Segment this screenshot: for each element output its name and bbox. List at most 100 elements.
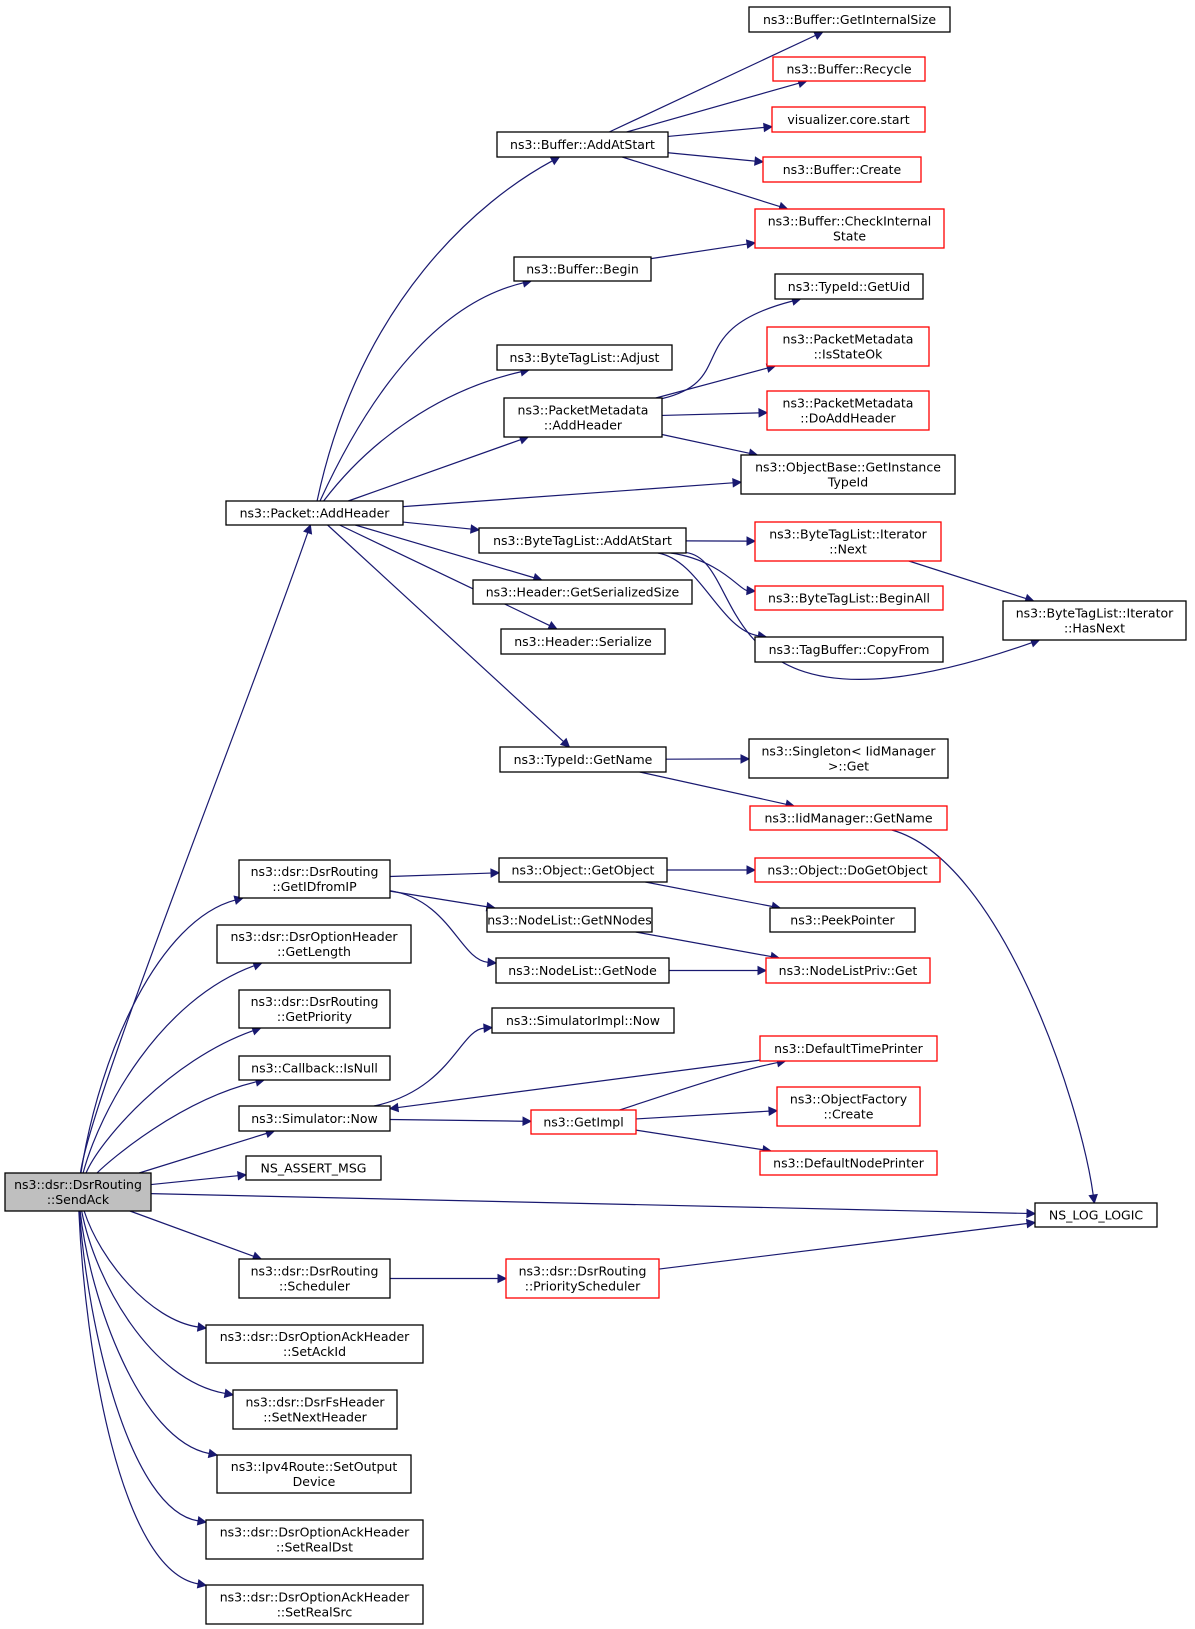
node-box	[499, 746, 667, 773]
node-label: ns3::TypeId::GetUid	[788, 279, 910, 294]
edge-line	[150, 1193, 1028, 1215]
edge-line	[655, 367, 768, 399]
arrowhead	[754, 156, 765, 166]
node-assert[interactable]: NS_ASSERT_MSG	[245, 1155, 382, 1181]
node-scheduler[interactable]: ns3::dsr::DsrRouting::Scheduler	[238, 1258, 391, 1299]
node-nlgetnode[interactable]: ns3::NodeList::GetNode	[495, 957, 670, 984]
arrowhead	[757, 965, 768, 976]
edge-line	[891, 829, 1094, 1196]
arrowhead	[237, 1170, 248, 1181]
arrowhead	[487, 957, 498, 968]
node-label: ns3::NodeList::GetNNodes	[487, 913, 651, 928]
node-pmisstateok[interactable]: ns3::PacketMetadata::IsStateOk	[766, 326, 930, 367]
node-label: ns3::Object::DoGetObject	[767, 863, 927, 878]
node-bufrecycle[interactable]: ns3::Buffer::Recycle	[772, 56, 926, 82]
arrowhead	[497, 1273, 508, 1284]
node-addheader[interactable]: ns3::Packet::AddHeader	[225, 500, 404, 526]
node-bufgetinternal[interactable]: ns3::Buffer::GetInternalSize	[748, 6, 951, 33]
node-box	[776, 1086, 921, 1127]
node-pmaddheader[interactable]: ns3::PacketMetadata::AddHeader	[503, 397, 663, 438]
edge-nlgetnode-to-nlprivget	[669, 965, 768, 976]
node-setrealsrc[interactable]: ns3::dsr::DsrOptionAckHeader::SetRealSrc	[205, 1584, 424, 1625]
node-getpriority[interactable]: ns3::dsr::DsrRouting::GetPriority	[238, 989, 391, 1029]
node-setnextheader[interactable]: ns3::dsr::DsrFsHeader::SetNextHeader	[232, 1389, 398, 1430]
node-label: Device	[293, 1474, 336, 1489]
edge-line	[635, 931, 772, 958]
edge-line	[355, 524, 535, 579]
node-objfactcreate[interactable]: ns3::ObjectFactory::Create	[776, 1086, 921, 1127]
node-box	[238, 859, 391, 899]
node-pmdoaddheader[interactable]: ns3::PacketMetadata::DoAddHeader	[766, 390, 930, 431]
node-getlength[interactable]: ns3::dsr::DsrOptionHeader::GetLength	[216, 924, 412, 964]
node-defnodeprinter[interactable]: ns3::DefaultNodePrinter	[759, 1150, 938, 1176]
node-getimpl[interactable]: ns3::GetImpl	[530, 1109, 637, 1135]
node-hdrgetsize[interactable]: ns3::Header::GetSerializedSize	[472, 579, 693, 605]
node-nlprivget[interactable]: ns3::NodeListPriv::Get	[765, 957, 931, 984]
node-deftimeprinter[interactable]: ns3::DefaultTimePrinter	[759, 1035, 938, 1062]
node-label: ::Create	[824, 1107, 874, 1122]
edge-line	[78, 1210, 199, 1522]
node-objdogetobject[interactable]: ns3::Object::DoGetObject	[754, 857, 941, 883]
node-setackid[interactable]: ns3::dsr::DsrOptionAckHeader::SetAckId	[205, 1324, 424, 1364]
edge-getimpl-to-objfactcreate	[635, 1106, 779, 1120]
node-nsloglogic[interactable]: NS_LOG_LOGIC	[1034, 1202, 1158, 1228]
node-label: ns3::GetImpl	[543, 1115, 623, 1130]
node-label: ::SetRealSrc	[277, 1605, 353, 1620]
node-box	[205, 1519, 424, 1560]
node-btlitnext[interactable]: ns3::ByteTagList::Iterator::Next	[754, 521, 942, 562]
node-label: ns3::DefaultNodePrinter	[773, 1156, 925, 1171]
arrowhead	[559, 737, 571, 748]
edge-btladdatstart-to-btlbeginall	[670, 552, 757, 596]
node-nlgetnnodes[interactable]: ns3::NodeList::GetNNodes	[486, 907, 653, 933]
edge-root-to-setrealsrc	[78, 1210, 208, 1589]
node-getidfromip[interactable]: ns3::dsr::DsrRouting::GetIDfromIP	[238, 859, 391, 899]
node-label: ns3::dsr::DsrOptionAckHeader	[220, 1329, 410, 1344]
node-btlithasnext[interactable]: ns3::ByteTagList::Iterator::HasNext	[1002, 600, 1187, 641]
edge-line	[658, 1222, 1028, 1270]
edge-line	[339, 524, 550, 627]
edge-line	[608, 34, 816, 133]
node-label: ns3::Header::Serialize	[514, 634, 652, 649]
edge-line	[657, 552, 759, 637]
node-label: ::PriorityScheduler	[525, 1279, 641, 1294]
node-label: ::SendAck	[47, 1192, 110, 1207]
edge-pmaddheader-to-pmisstateok	[655, 363, 777, 399]
node-isnull[interactable]: ns3::Callback::IsNull	[238, 1055, 391, 1081]
node-bufaddatstart[interactable]: ns3::Buffer::AddAtStart	[496, 131, 669, 158]
node-bufbegin[interactable]: ns3::Buffer::Begin	[513, 256, 652, 282]
node-vizstart[interactable]: visualizer.core.start	[771, 106, 926, 133]
edge-root-to-setackid	[83, 1210, 208, 1332]
node-peekpointer[interactable]: ns3::PeekPointer	[769, 907, 916, 933]
arrowhead	[1025, 1218, 1037, 1229]
node-btladdatstart[interactable]: ns3::ByteTagList::AddAtStart	[478, 527, 687, 554]
node-box	[496, 344, 673, 371]
node-box	[505, 1258, 660, 1299]
node-hdrserialize[interactable]: ns3::Header::Serialize	[500, 628, 666, 655]
node-singletonget[interactable]: ns3::Singleton< IidManager>::Get	[748, 738, 949, 779]
node-simimplnow[interactable]: ns3::SimulatorImpl::Now	[491, 1007, 675, 1034]
edge-simnow-to-getimpl	[389, 1116, 533, 1127]
edge-line	[908, 560, 1027, 600]
node-objgetobject[interactable]: ns3::Object::GetObject	[498, 857, 668, 883]
node-label: TypeId	[827, 475, 868, 490]
node-priosched[interactable]: ns3::dsr::DsrRouting::PriorityScheduler	[505, 1258, 660, 1299]
node-setrealdst[interactable]: ns3::dsr::DsrOptionAckHeader::SetRealDst	[205, 1519, 424, 1560]
node-typeidgetuid[interactable]: ns3::TypeId::GetUid	[774, 273, 924, 300]
node-label: ns3::ByteTagList::Iterator	[1016, 606, 1174, 621]
node-simnow[interactable]: ns3::Simulator::Now	[238, 1105, 391, 1132]
node-typeidgetname[interactable]: ns3::TypeId::GetName	[499, 746, 667, 773]
node-root[interactable]: ns3::dsr::DsrRouting::SendAck	[4, 1172, 152, 1212]
arrowhead	[207, 1448, 219, 1459]
node-tagbufcopy[interactable]: ns3::TagBuffer::CopyFrom	[754, 636, 944, 663]
node-label: ns3::IidManager::GetName	[764, 811, 932, 826]
node-btlbeginall[interactable]: ns3::ByteTagList::BeginAll	[754, 585, 944, 611]
edge-line	[389, 890, 488, 908]
node-btladjust[interactable]: ns3::ByteTagList::Adjust	[496, 344, 673, 371]
node-iidgetname[interactable]: ns3::IidManager::GetName	[749, 805, 948, 831]
edge-line	[635, 1129, 764, 1151]
node-label: ns3::Header::GetSerializedSize	[486, 585, 680, 600]
node-bufcreate[interactable]: ns3::Buffer::Create	[762, 156, 922, 183]
